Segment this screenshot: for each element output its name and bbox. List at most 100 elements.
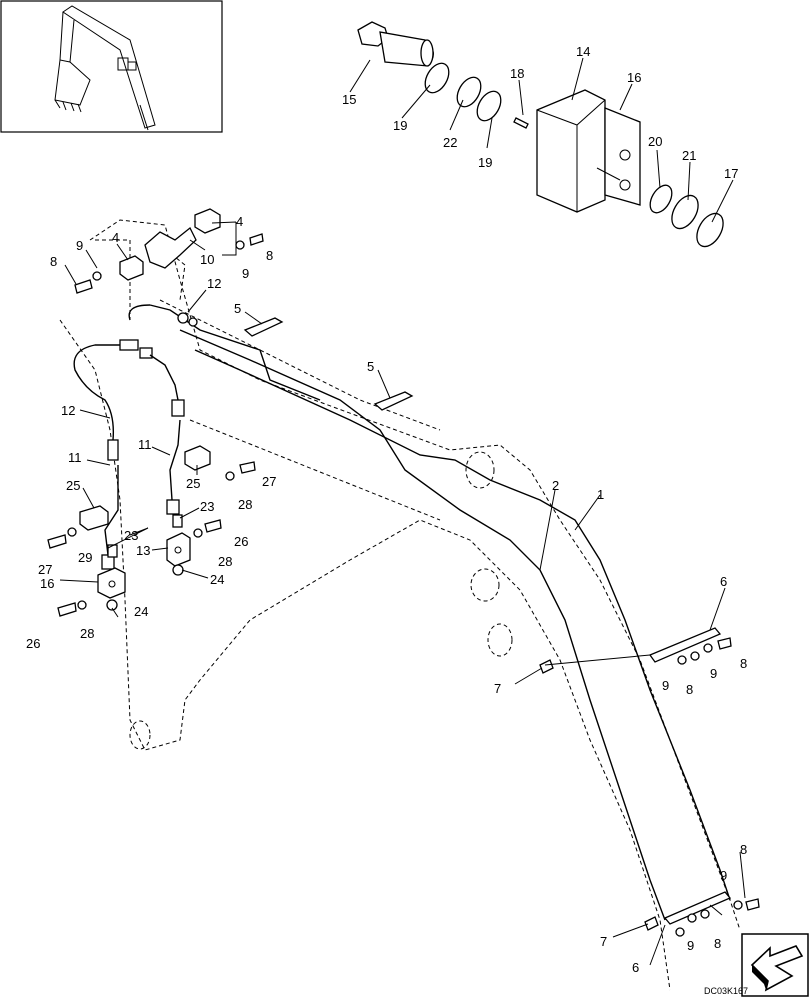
diagram-code: DC03K167 (704, 986, 748, 996)
callout-12-left: 12 (61, 403, 75, 418)
ring-19-b (476, 90, 502, 122)
callout-16-top: 16 (627, 70, 641, 85)
callout-12-top: 12 (207, 276, 221, 291)
clamp-25-a (79, 505, 109, 531)
callout-9-top-left: 9 (76, 238, 83, 253)
callout-11-left: 11 (68, 450, 82, 465)
bushing-15 (357, 21, 434, 67)
ring-20 (649, 184, 673, 214)
ring-21 (671, 194, 699, 230)
callout-labels: 15 19 22 19 18 14 16 20 21 17 4 4 10 9 8… (26, 44, 747, 975)
hose-11-mid (149, 354, 185, 515)
bolt-27-a (47, 527, 77, 549)
callout-16-left: 16 (40, 576, 54, 591)
callout-25-mid: 25 (186, 476, 200, 491)
callout-1: 1 (597, 487, 604, 502)
ring-17 (696, 212, 724, 248)
callout-20: 20 (648, 134, 662, 149)
callout-25-left: 25 (66, 478, 80, 493)
callout-28-left: 28 (80, 626, 94, 641)
callout-8-lower-right-top: 8 (740, 842, 747, 857)
callout-27-right: 27 (262, 474, 276, 489)
bolt-12 (177, 312, 198, 327)
callout-17: 17 (724, 166, 738, 181)
clamp-25-b (184, 445, 211, 471)
callout-4-left: 4 (112, 230, 119, 245)
callout-9-upper-right-b: 9 (710, 666, 717, 681)
ring-19-a (424, 62, 450, 94)
callout-24-left: 24 (134, 604, 148, 619)
callout-23-mid: 23 (200, 499, 214, 514)
callout-2: 2 (552, 478, 559, 493)
bolt-8-b (235, 233, 264, 250)
callout-24-right: 24 (210, 572, 224, 587)
callout-10: 10 (200, 252, 214, 267)
clamp-4-a (119, 255, 144, 281)
bolts-upper-right (677, 637, 732, 665)
clamp-7-upper (539, 659, 554, 674)
callout-9-lower-right-b: 9 (687, 938, 694, 953)
callout-8-top-left: 8 (50, 254, 57, 269)
callout-9-lower-right: 9 (720, 868, 727, 883)
leader-lines (59, 57, 746, 966)
callout-5-right: 5 (367, 359, 374, 374)
fitting-23-b (107, 544, 118, 558)
fitting-23-a (172, 514, 183, 528)
callout-26-left: 26 (26, 636, 40, 651)
bolt-27-b (225, 461, 256, 481)
clamp-6-lower (663, 891, 732, 925)
bolt-8-a (74, 271, 102, 294)
callout-labels-extra: 8 9 28 (80, 626, 694, 953)
valve-16 (97, 567, 126, 599)
clamp-7-lower (644, 916, 659, 931)
valve-13 (166, 532, 191, 567)
callout-9-upper-right-a: 9 (662, 678, 669, 693)
hose-12 (73, 339, 153, 461)
bolt-26-a (57, 600, 87, 617)
clamp-5-a (243, 317, 284, 337)
next-arrow-icon[interactable] (741, 933, 809, 997)
callout-8-upper-right-b: 8 (686, 682, 693, 697)
callout-5-left: 5 (234, 301, 241, 316)
callout-19-b: 19 (478, 155, 492, 170)
callout-11-mid: 11 (138, 437, 152, 452)
excavator-arm-overview-icon (0, 0, 223, 133)
callout-8-lower-right: 8 (714, 936, 721, 951)
pin-18 (513, 117, 529, 129)
pipe-1 (194, 349, 731, 901)
callout-28-mid: 28 (238, 497, 252, 512)
bolts-lower-right (675, 898, 760, 937)
callout-8-top-mid: 8 (266, 248, 273, 263)
clamp-5-b (373, 391, 414, 411)
bracket-10 (144, 226, 197, 269)
boom-outline (59, 219, 741, 991)
callout-7-upper: 7 (494, 681, 501, 696)
block-14 (536, 89, 641, 213)
callout-28-right: 28 (218, 554, 232, 569)
callout-18: 18 (510, 66, 524, 81)
callout-13: 13 (136, 543, 150, 558)
callout-19-a: 19 (393, 118, 407, 133)
callout-27-left: 27 (38, 562, 52, 577)
callout-4-right: 4 (236, 214, 243, 229)
pipe-2 (179, 329, 666, 921)
bolt-26-b (193, 519, 222, 538)
callout-7-lower: 7 (600, 934, 607, 949)
callout-23-left: 23 (124, 528, 138, 543)
callout-14: 14 (576, 44, 590, 59)
callout-21: 21 (682, 148, 696, 163)
clamp-6-upper (648, 627, 722, 663)
nut-24-b (106, 599, 118, 611)
callout-6-upper: 6 (720, 574, 727, 589)
callout-9-top-mid: 9 (242, 266, 249, 281)
callout-8-upper-right: 8 (740, 656, 747, 671)
callout-26-right: 26 (234, 534, 248, 549)
callout-22: 22 (443, 135, 457, 150)
callout-6-lower: 6 (632, 960, 639, 975)
callout-15: 15 (342, 92, 356, 107)
nut-24-a (172, 564, 184, 576)
hose-11 (101, 465, 119, 570)
callout-29: 29 (78, 550, 92, 565)
clamp-4-b (194, 208, 221, 234)
